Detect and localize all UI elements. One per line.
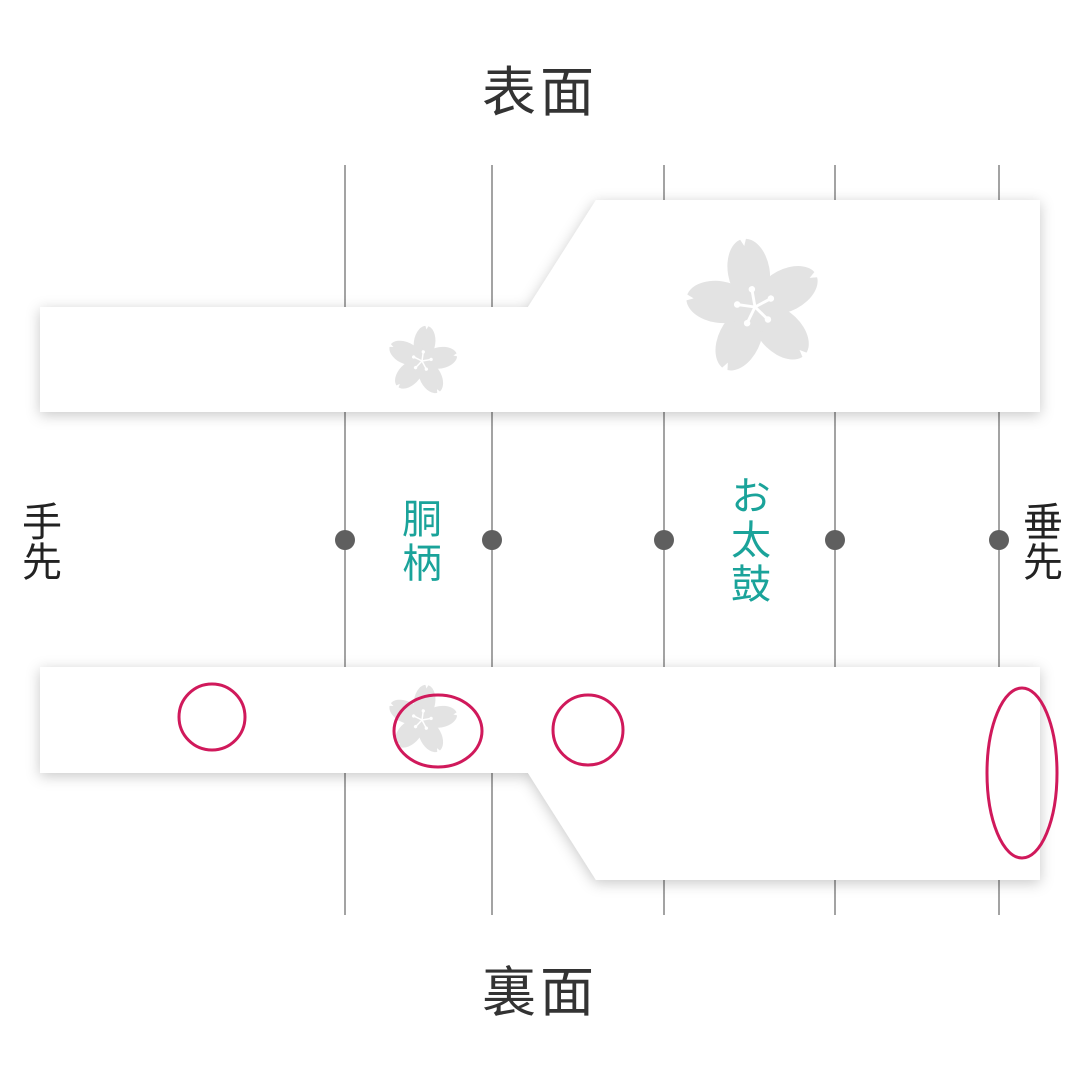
front-obi-shape — [40, 200, 1040, 412]
highlight-marks — [177, 682, 1059, 860]
otaiko-label: お太鼓 — [724, 475, 770, 607]
dot-marker-icon — [825, 530, 845, 550]
dot-marker-icon — [989, 530, 1009, 550]
back-side-title: 裏面 — [482, 961, 598, 1024]
dougara-label: 胴柄 — [395, 498, 441, 586]
highlight-circle — [551, 693, 625, 767]
dot-marker-icon — [335, 530, 355, 550]
taresaki-label: 垂先 — [1016, 501, 1062, 581]
highlight-circle — [392, 693, 484, 769]
dot-marker-icon — [482, 530, 502, 550]
tesaki-label: 手先 — [15, 501, 61, 581]
front-side-title: 表面 — [482, 61, 598, 124]
highlight-circle — [985, 686, 1059, 860]
dot-marker-icon — [654, 530, 674, 550]
highlight-circle — [177, 682, 247, 752]
divider-markers — [335, 530, 1009, 550]
back-obi-shape — [40, 667, 1040, 880]
